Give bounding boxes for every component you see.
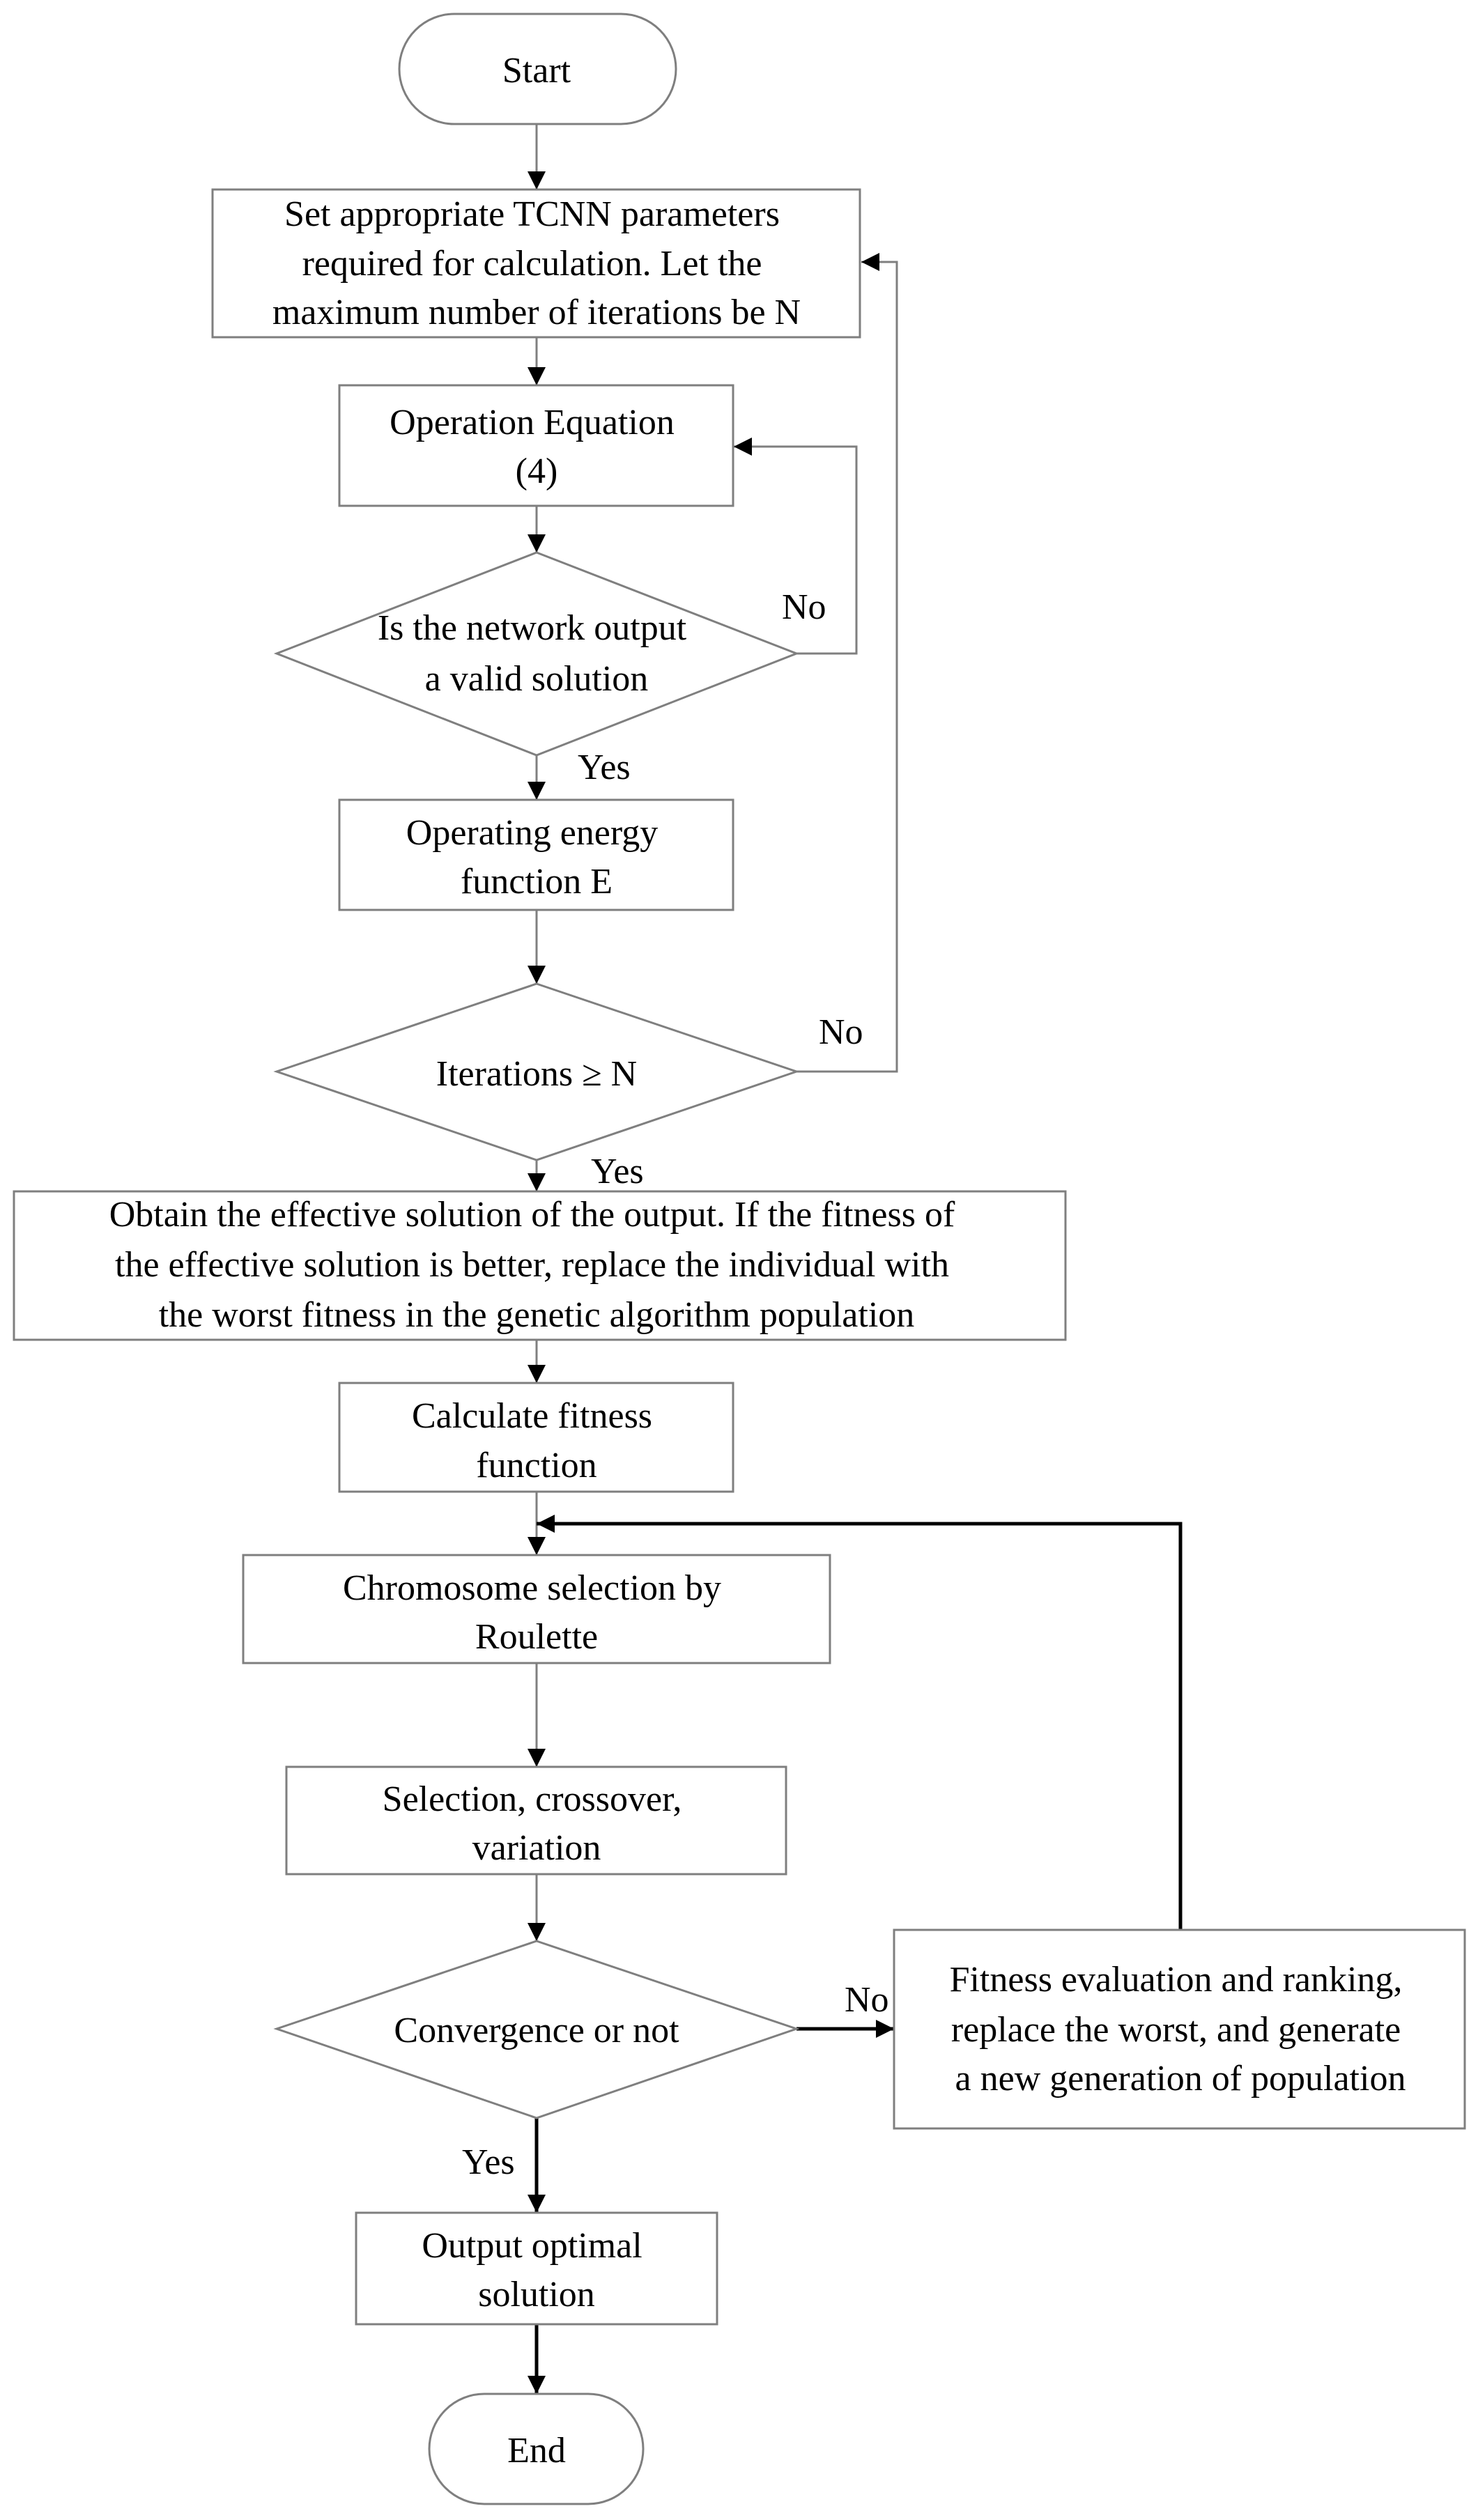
iterations-yes-label: Yes — [591, 1152, 644, 1191]
output-optimal-box — [355, 2211, 718, 2326]
convergence-label: Convergence or not — [394, 2011, 679, 2050]
end-terminal — [428, 2393, 645, 2505]
edge-iterations-no-loop — [796, 253, 898, 1073]
operation-equation-box — [338, 384, 734, 507]
operation-equation-label: Operation Equation (4) — [390, 403, 684, 491]
iterations-no-label: No — [819, 1012, 863, 1052]
valid-no-label: No — [782, 587, 826, 627]
valid-solution-label: Is the network output a valid solution — [378, 608, 695, 699]
roulette-selection-label: Chromosome selection by Roulette — [343, 1568, 730, 1657]
convergence-no-label: No — [845, 1980, 889, 2020]
iterations-decision — [273, 982, 800, 1161]
energy-function-box — [338, 798, 734, 911]
fitness-evaluation-box — [893, 1928, 1466, 2130]
set-parameters-label: Set appropriate TCNN parameters required… — [272, 194, 801, 332]
start-label: Start — [502, 51, 571, 91]
iterations-label: Iterations ≥ N — [436, 1054, 637, 1094]
genetic-operations-label: Selection, crossover, variation — [383, 1779, 691, 1868]
genetic-operations-box — [285, 1765, 787, 1876]
edge-fitness-eval-loop — [537, 1515, 1183, 1930]
effective-solution-label: Obtain the effective solution of the out… — [109, 1195, 964, 1335]
start-terminal — [398, 13, 677, 125]
roulette-selection-box — [242, 1554, 831, 1664]
valid-yes-label: Yes — [578, 748, 631, 787]
set-parameters-box — [211, 188, 861, 339]
fitness-evaluation-label: Fitness evaluation and ranking, replace … — [950, 1960, 1412, 2098]
calculate-fitness-box — [338, 1382, 734, 1493]
end-label: End — [507, 2431, 566, 2471]
energy-function-label: Operating energy function E — [406, 813, 667, 902]
effective-solution-box — [13, 1190, 1067, 1341]
convergence-decision — [273, 1940, 800, 2119]
edge-valid-no-loop — [734, 438, 858, 655]
output-optimal-label: Output optimal solution — [422, 2226, 651, 2314]
valid-solution-decision — [273, 551, 800, 757]
calculate-fitness-label: Calculate fitness function — [412, 1396, 661, 1485]
convergence-yes-label: Yes — [462, 2142, 515, 2182]
